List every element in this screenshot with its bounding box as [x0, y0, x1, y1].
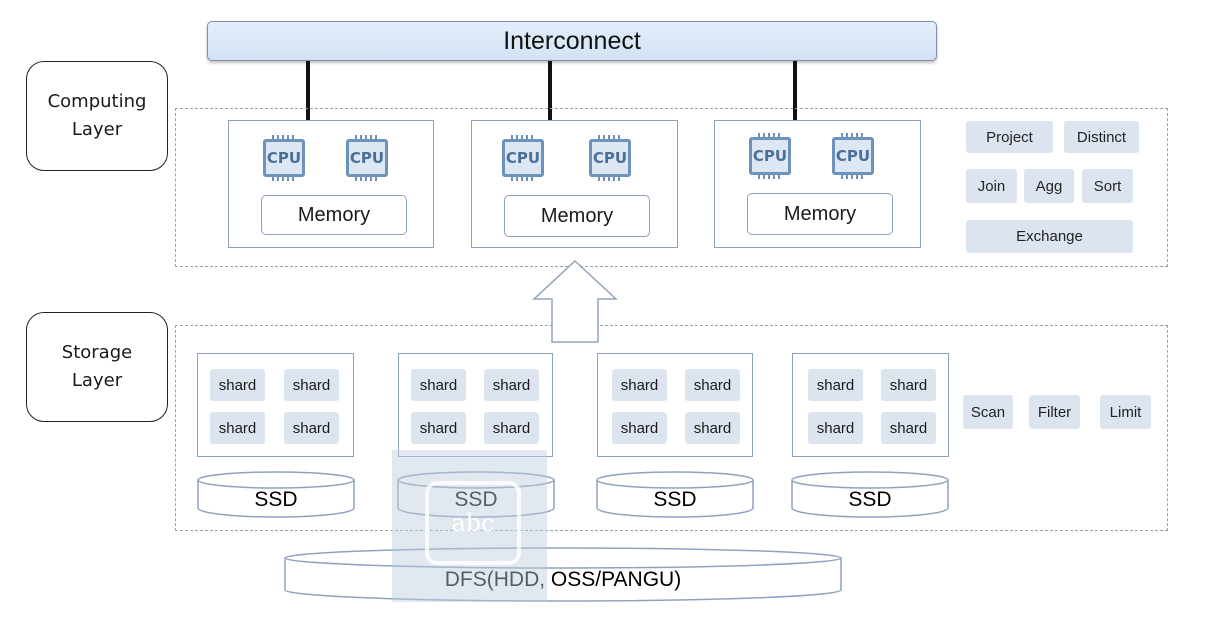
- operator-agg: Agg: [1024, 169, 1074, 203]
- shard-block: shard: [808, 369, 863, 401]
- shard-block: shard: [881, 412, 936, 444]
- connector-line: [306, 61, 310, 121]
- shard-block: shard: [210, 369, 265, 401]
- storage-node: shard shard shard shard: [597, 353, 753, 457]
- cpu-chip-icon: CPU: [342, 135, 392, 181]
- memory-block: Memory: [261, 195, 407, 235]
- cpu-chip-icon: CPU: [585, 135, 635, 181]
- shard-block: shard: [411, 412, 466, 444]
- interconnect-label: Interconnect: [503, 26, 641, 55]
- ssd-label: SSD: [454, 488, 497, 511]
- computing-layer-label: Computing Layer: [26, 61, 168, 171]
- interconnect-bus: Interconnect: [207, 21, 937, 61]
- shard-block: shard: [411, 369, 466, 401]
- shard-block: shard: [685, 369, 740, 401]
- ssd-label: SSD: [653, 488, 696, 511]
- shard-block: shard: [484, 412, 539, 444]
- cpu-chip-icon: CPU: [745, 133, 795, 179]
- operator-project: Project: [966, 121, 1053, 153]
- cpu-chip-icon: CPU: [828, 133, 878, 179]
- dfs-disk-icon: DFS(HDD, OSS/PANGU): [284, 547, 842, 602]
- shard-block: shard: [881, 369, 936, 401]
- storage-layer-label: Storage Layer: [26, 312, 168, 422]
- storage-node: shard shard shard shard: [792, 353, 949, 457]
- storage-layer-region: [175, 325, 1168, 531]
- shard-block: shard: [612, 412, 667, 444]
- compute-node: CPU CPU Memory: [228, 120, 434, 248]
- shard-block: shard: [284, 412, 339, 444]
- memory-block: Memory: [747, 193, 893, 235]
- ssd-disk-icon: SSD: [791, 471, 949, 518]
- abc-text-icon[interactable]: abc: [425, 481, 521, 565]
- shard-block: shard: [685, 412, 740, 444]
- storage-node: shard shard shard shard: [197, 353, 354, 457]
- shard-block: shard: [612, 369, 667, 401]
- ssd-disk-icon: SSD: [596, 471, 754, 518]
- computing-layer-region: [175, 108, 1168, 267]
- operator-limit: Limit: [1100, 395, 1151, 429]
- cpu-chip-icon: CPU: [259, 135, 309, 181]
- operator-distinct: Distinct: [1064, 121, 1139, 153]
- shard-block: shard: [484, 369, 539, 401]
- shard-block: shard: [808, 412, 863, 444]
- ssd-label: SSD: [254, 488, 297, 511]
- operator-filter: Filter: [1029, 395, 1080, 429]
- connector-line: [793, 61, 797, 121]
- connector-line: [548, 61, 552, 121]
- memory-block: Memory: [504, 195, 650, 237]
- dfs-label: DFS(HDD, OSS/PANGU): [445, 568, 681, 591]
- compute-node: CPU CPU Memory: [714, 120, 921, 248]
- compute-node: CPU CPU Memory: [471, 120, 678, 248]
- shard-block: shard: [284, 369, 339, 401]
- operator-scan: Scan: [963, 395, 1013, 429]
- ssd-label: SSD: [848, 488, 891, 511]
- ssd-disk-icon: SSD: [197, 471, 355, 518]
- up-arrow-icon: [532, 259, 618, 343]
- storage-node: shard shard shard shard: [398, 353, 553, 457]
- operator-exchange: Exchange: [966, 220, 1133, 253]
- operator-sort: Sort: [1082, 169, 1133, 203]
- ocr-overlay[interactable]: [392, 450, 547, 602]
- shard-block: shard: [210, 412, 265, 444]
- operator-join: Join: [966, 169, 1017, 203]
- cpu-chip-icon: CPU: [498, 135, 548, 181]
